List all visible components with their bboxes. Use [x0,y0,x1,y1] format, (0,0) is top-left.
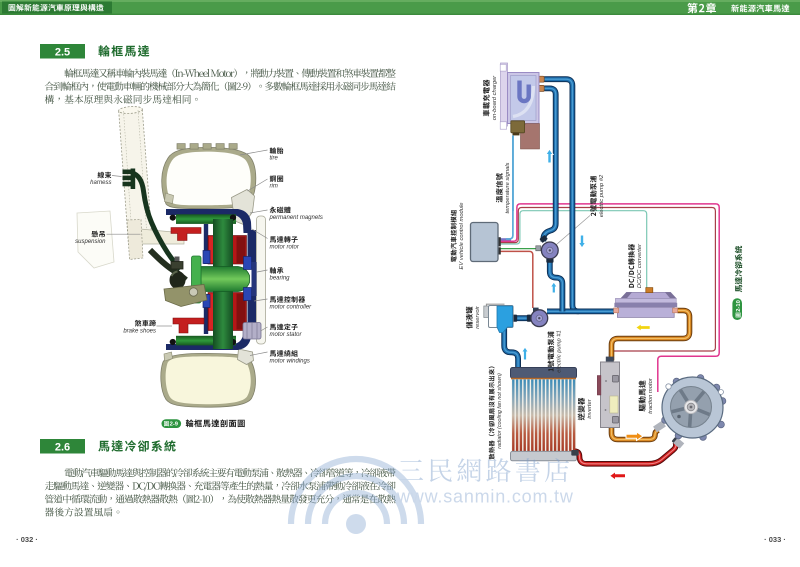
svg-text:· 033 ·: · 033 · [764,535,786,544]
svg-text:motor stator: motor stator [270,332,303,338]
svg-text:rim: rim [270,183,278,189]
svg-text:EV vehicle control module: EV vehicle control module [459,202,465,270]
svg-text:· 032 ·: · 032 · [16,535,38,544]
svg-text:on-board charger: on-board charger [492,75,498,121]
svg-text:harness: harness [90,180,111,186]
svg-text:inverter: inverter [587,398,593,418]
svg-text:tire: tire [270,155,279,161]
svg-text:suspension: suspension [75,239,106,245]
svg-text:temperature signals: temperature signals [505,162,511,213]
svg-text:permanent magnets: permanent magnets [269,215,323,221]
svg-text:radiator (cooling fan not show: radiator (cooling fan not shown) [497,373,503,449]
svg-text:brake shoes: brake shoes [123,328,156,334]
svg-text:2.5: 2.5 [55,47,70,59]
svg-text:traction motor: traction motor [648,377,654,414]
svg-text:electric pump #1: electric pump #1 [557,330,563,373]
svg-text:electric pump #2: electric pump #2 [599,174,605,217]
svg-text:2-10: 2-10 [736,300,742,312]
svg-text:motor windings: motor windings [270,358,310,364]
svg-text:motor controller: motor controller [270,304,313,310]
svg-text:2.6: 2.6 [55,442,70,454]
svg-text:motor rotor: motor rotor [270,244,300,250]
svg-text:reservoir: reservoir [475,305,481,329]
svg-text:DC/DC converter: DC/DC converter [637,243,643,288]
svg-text:bearing: bearing [270,275,291,281]
svg-text:www.sanmin.com.tw: www.sanmin.com.tw [396,487,574,507]
svg-text:2-9: 2-9 [170,422,179,428]
